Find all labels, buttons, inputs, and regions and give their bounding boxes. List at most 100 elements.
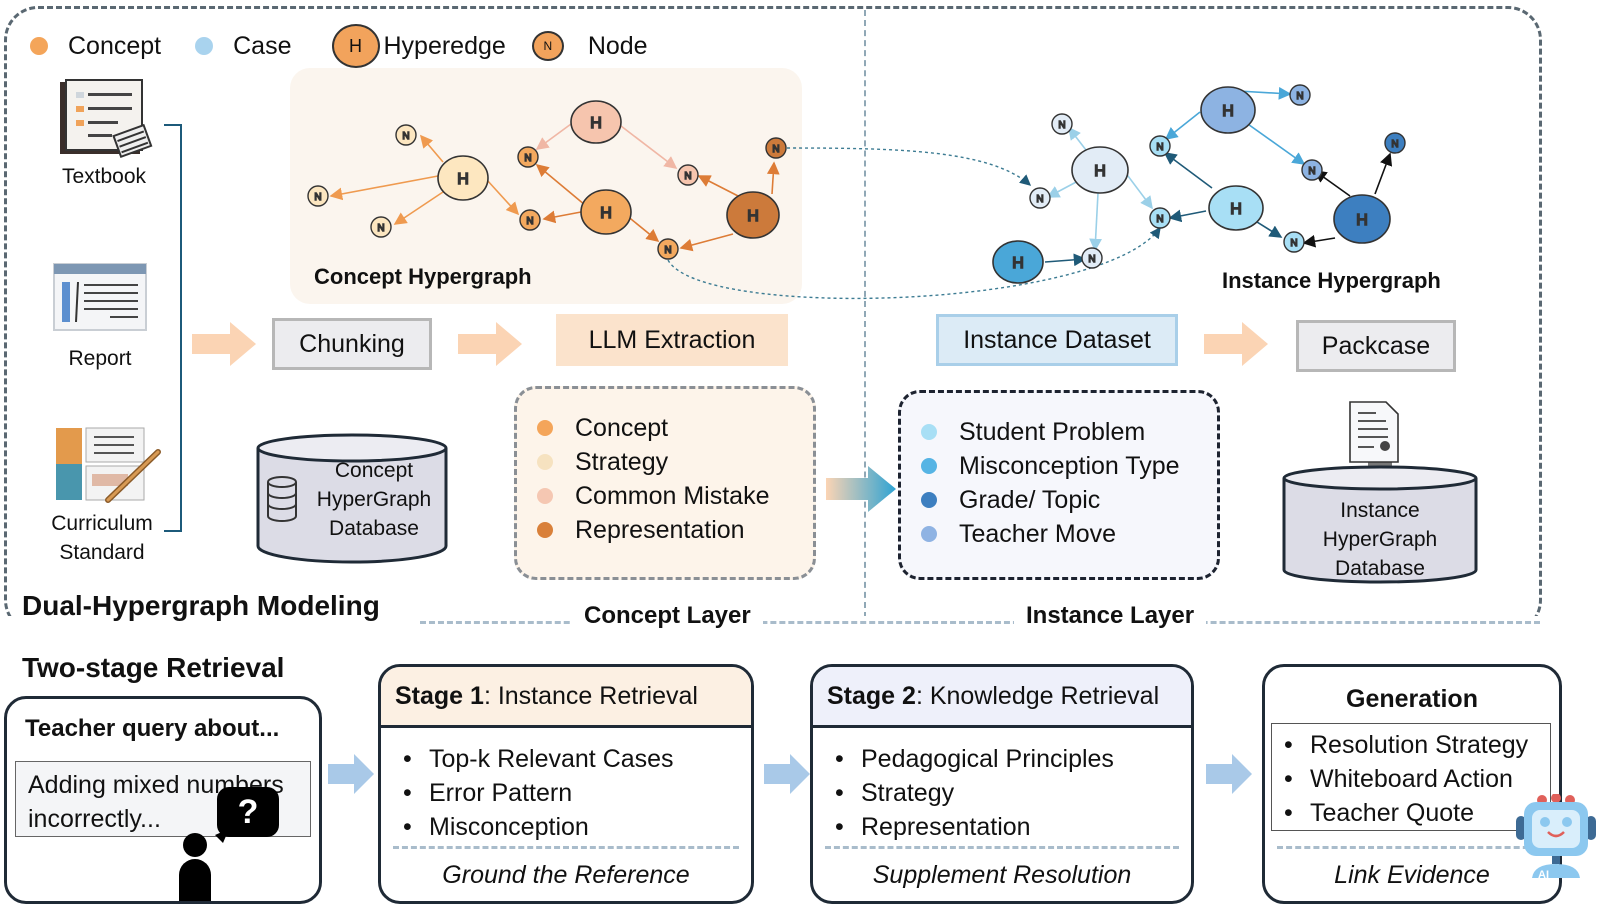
db-label-line: HyperGraph [316,488,432,511]
node-label: N [1036,194,1043,205]
node-label: N [1058,120,1065,131]
source-curriculum: Curriculum Standard [40,426,164,567]
generation-title: Generation [1346,685,1478,713]
instance-layer-item: Teacher Move [921,517,1217,551]
hyperedge-node: H [1333,194,1391,244]
edge [1302,234,1336,248]
legend-label: Case [233,31,292,60]
stage2-card: Stage 2: Knowledge Retrieval •Pedagogica… [810,664,1194,904]
hyperedge-node: H [726,191,780,239]
legend-item-concept: Concept [30,32,161,61]
edge [1068,126,1087,151]
item-label: Teacher Move [959,519,1117,548]
two-stage-retrieval-title: Two-stage Retrieval [22,652,285,683]
db-label-line: Database [1335,557,1425,580]
source-report: Report [50,262,150,371]
node: N [517,146,539,168]
item-label: Resolution Strategy [1310,730,1529,759]
instance-dataset-step: Instance Dataset [936,314,1178,366]
node-icon: N [531,31,564,61]
node-label: N [1290,238,1297,249]
hyperedge-node: H [992,240,1044,284]
report-icon [53,263,147,331]
legend: Concept Case H Hyperedge N Node [30,24,648,68]
concept-hyperedges: H H H H [437,100,780,239]
edge [1046,179,1081,198]
hyperedge-label: H [600,205,612,222]
source-label: Textbook [61,165,147,188]
misconception-type-dot-icon [921,458,937,474]
generation-footer: Link Evidence [1277,846,1547,901]
concept-layer-item: Concept [537,411,813,445]
hyperedge-label: H [1222,103,1234,120]
stage2-footer: Supplement Resolution [825,846,1179,901]
hyperedge-label: H [1230,201,1242,218]
sources-bracket [164,124,182,532]
stage1-card: Stage 1: Instance Retrieval •Top-k Relev… [378,664,754,904]
instance-database-label: Instance HyperGraph Database [1280,496,1480,583]
node: N [370,216,392,238]
instance-layer-item: Misconception Type [921,449,1217,483]
hyperedge-node: H [1071,146,1129,194]
edge [535,163,586,206]
edge [535,123,572,150]
chunking-step: Chunking [272,318,432,370]
concept-layer-item: Representation [537,513,813,547]
legend-item-node: N Node [531,31,648,61]
question-bubble-icon: ? [217,787,279,837]
hyperedge-label: H [1094,163,1106,180]
student-problem-dot-icon [921,424,937,440]
instance-graph-canvas: H H H H H N N N N N N N N N [992,84,1406,284]
node-label: N [314,192,321,203]
edge [1124,171,1153,210]
hyperedge-node: H [580,189,632,235]
node-label: N [1156,142,1163,153]
database-cylinder-icon [1282,401,1478,584]
hyperedge-node: H [570,100,622,144]
edge [697,175,743,199]
hyperedge-node: H [1200,86,1256,134]
item-label: Error Pattern [429,778,573,807]
edge [486,179,520,216]
stage1-prefix: Stage 1 [395,681,484,710]
node-label: N [402,131,409,142]
concept-hypergraph-panel [290,68,802,304]
instance-database: Instance HyperGraph Database [1280,400,1480,586]
node: N [1029,187,1051,209]
generation-item: •Resolution Strategy [1284,730,1529,759]
db-label-line: Database [329,517,419,540]
hyperedge-node: H [1208,185,1264,231]
query-title: Teacher query about... [25,715,280,742]
source-label-line: Standard [59,541,145,564]
strategy-dot-icon [537,454,553,470]
edge [1168,209,1207,223]
item-label: Top-k Relevant Cases [429,744,674,773]
teacher-query-card: Teacher query about... Adding mixed numb… [4,696,322,904]
db-label-line: HyperGraph [1322,528,1438,551]
llm-extraction-step: LLM Extraction [556,314,788,366]
stage1-header: Stage 1: Instance Retrieval [381,667,751,728]
concept-nodes: N N N N N N N N [307,124,787,260]
instance-hypergraph-title: Instance Hypergraph [1222,268,1441,293]
dual-hypergraph-title: Dual-Hypergraph Modeling [22,590,388,622]
item-label: Whiteboard Action [1310,764,1513,793]
item-label: Misconception [429,812,589,841]
edge [1044,253,1087,267]
representation-dot-icon [537,522,553,538]
flow-arrow-icon [192,322,256,366]
db-label-line: Instance [1340,499,1420,522]
edge [1163,152,1213,189]
node: N [1283,231,1305,253]
edge [625,214,660,243]
db-label-line: Concept [334,459,414,482]
cross-links [667,147,1161,300]
stage1-item: •Misconception [403,812,589,841]
cross-link [786,147,1032,186]
layer-separator [864,10,866,618]
hyperedge-icon: H [331,24,380,68]
hyperedge-label: H [747,208,759,225]
stage2-prefix: Stage 2 [827,681,916,710]
stage-arrow-icon [328,754,374,794]
instance-layer-item: Grade/ Topic [921,483,1217,517]
item-label: Strategy [861,778,955,807]
